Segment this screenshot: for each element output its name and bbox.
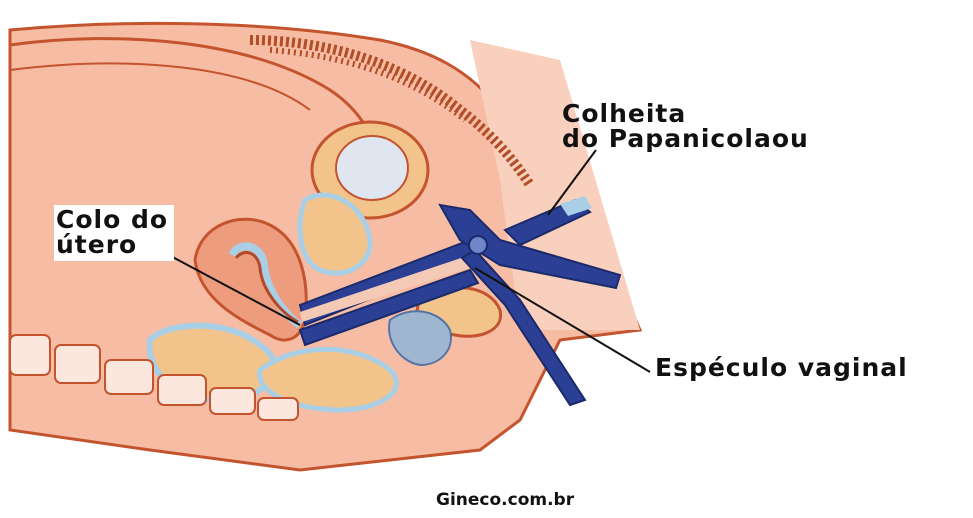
label-especulo-vaginal: Espéculo vaginal xyxy=(655,355,908,380)
site-credit: Gineco.com.br xyxy=(436,490,574,510)
bladder-inner xyxy=(336,136,408,200)
label-colheita-papanicolaou: Colheita do Papanicolaou xyxy=(562,101,809,151)
label-colheita-line2: do Papanicolaou xyxy=(562,126,809,151)
label-colo-line2: útero xyxy=(56,232,168,257)
label-colo-do-utero: Colo do útero xyxy=(54,205,174,261)
label-colo-line1: Colo do xyxy=(56,207,168,232)
label-colheita-line1: Colheita xyxy=(562,101,809,126)
